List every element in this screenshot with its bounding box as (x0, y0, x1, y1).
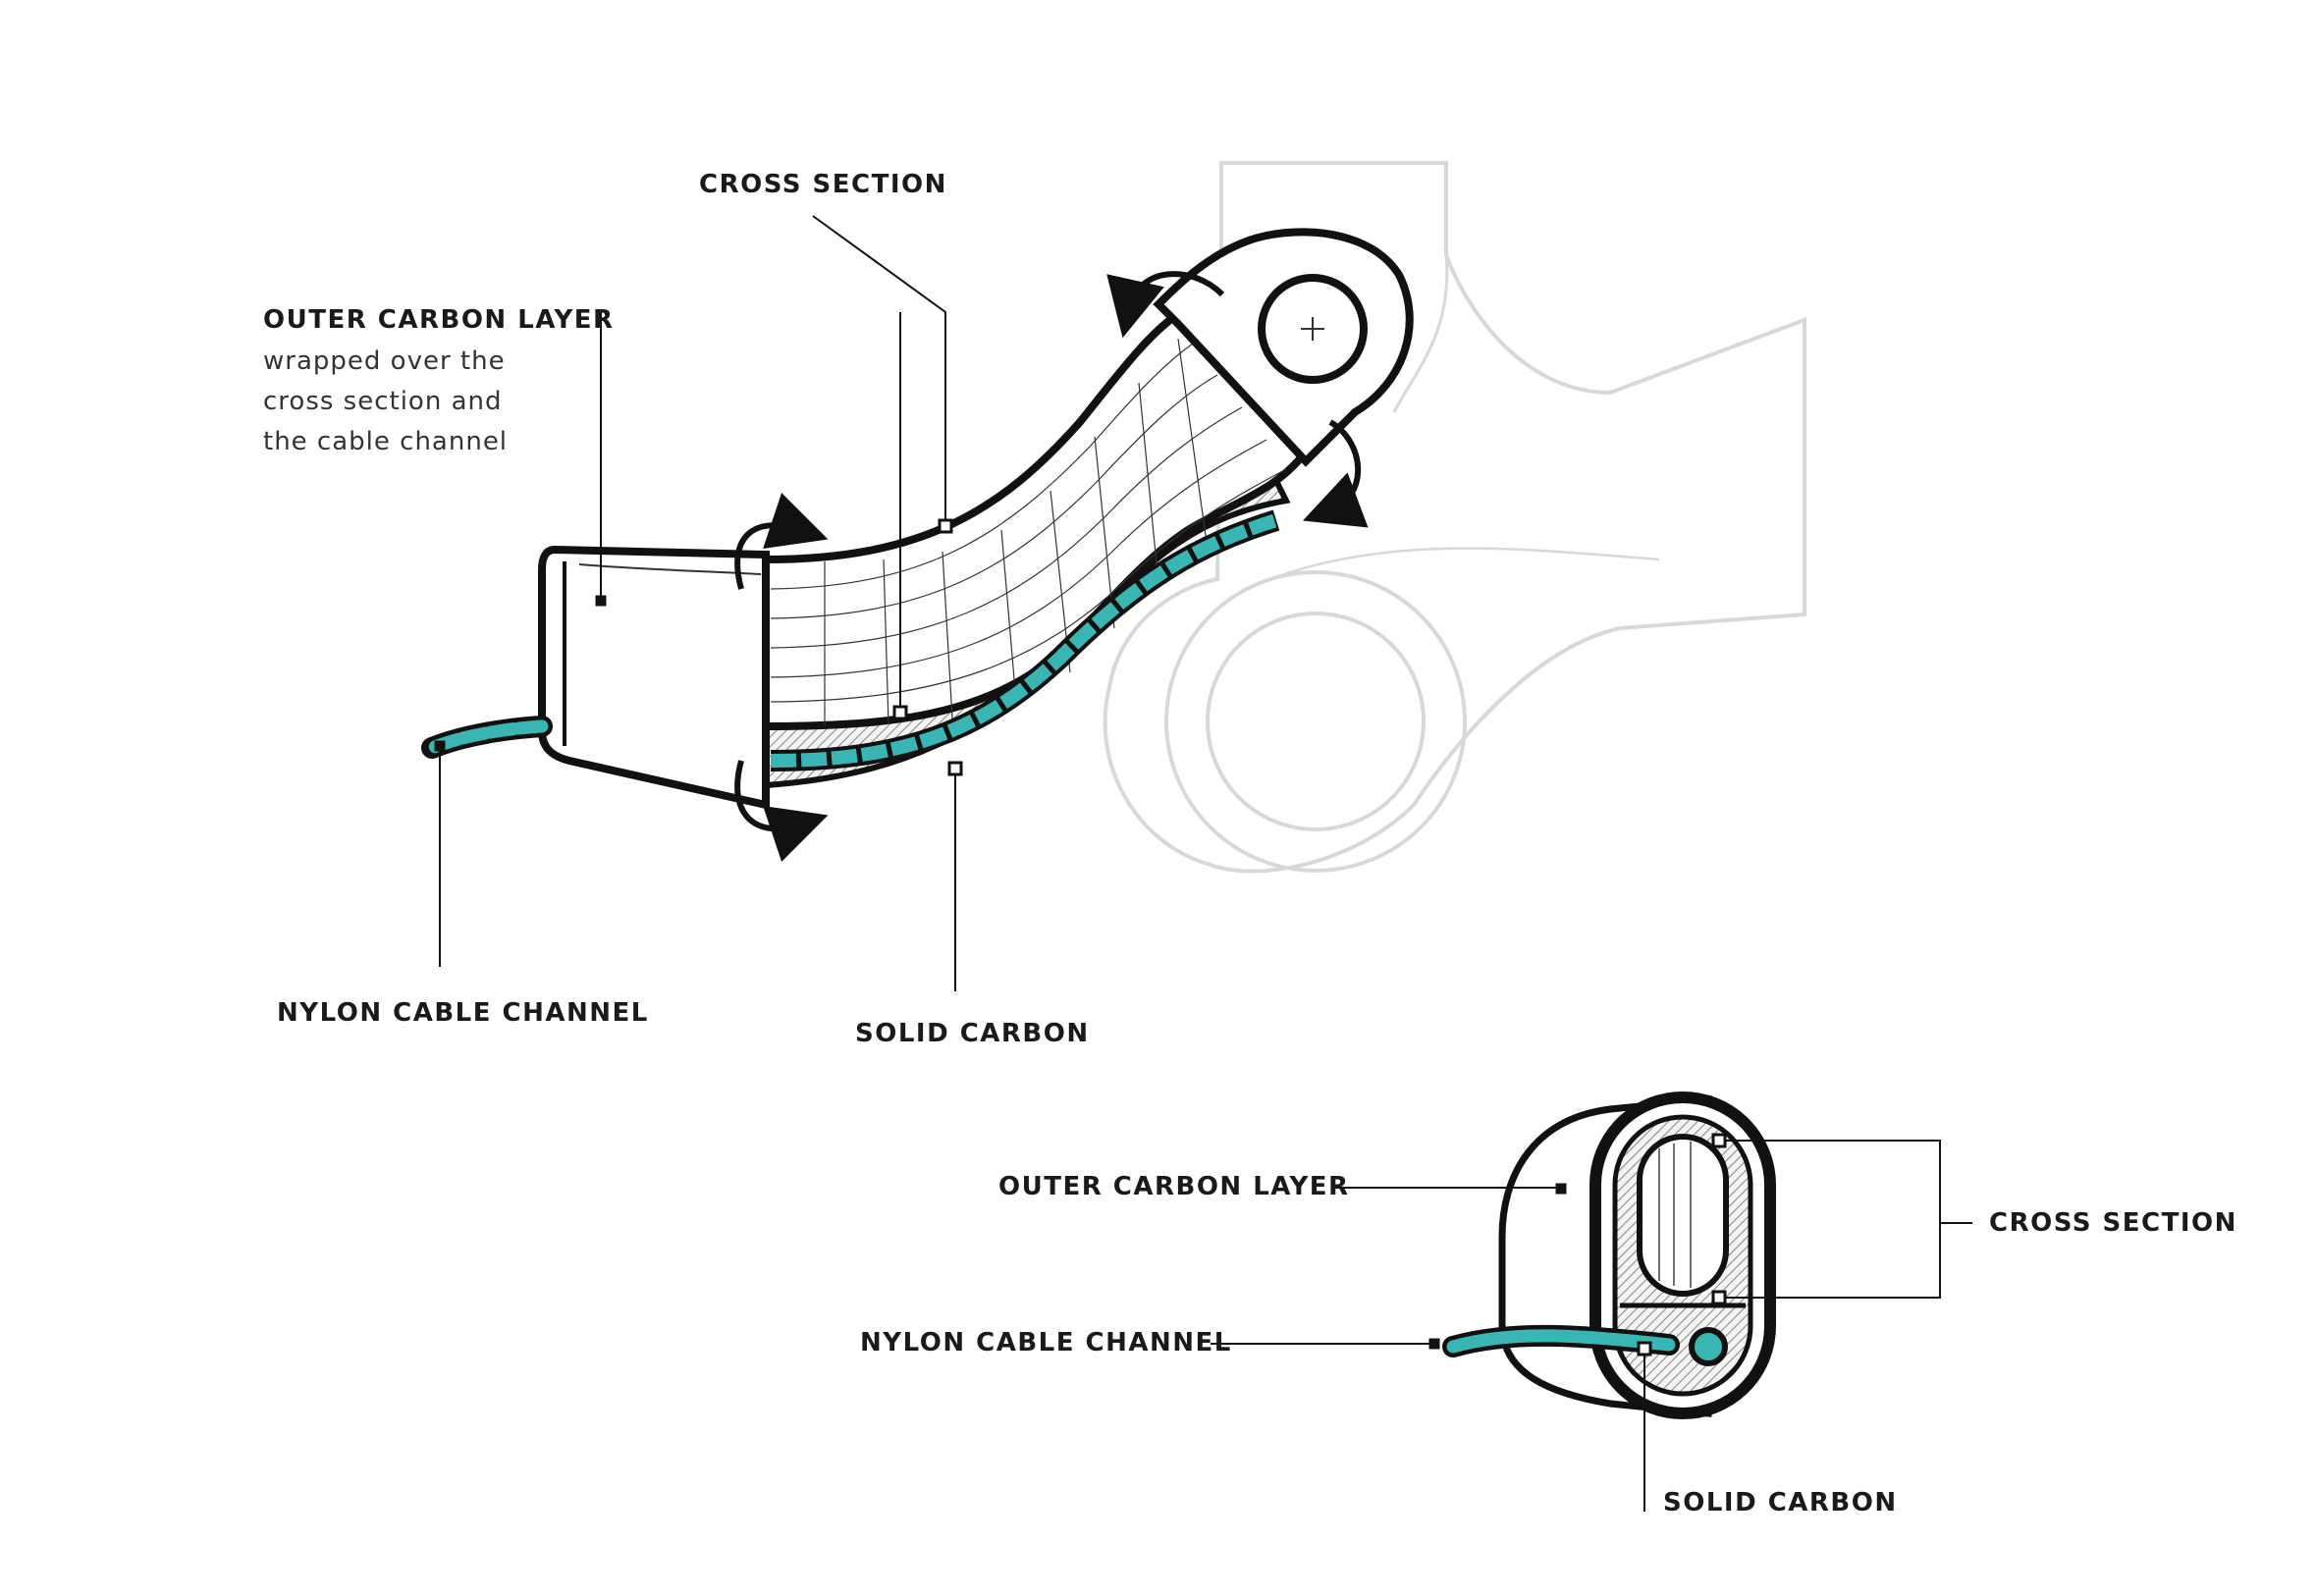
marker-bottom-outer (1555, 1183, 1567, 1195)
left-tube-end (538, 545, 770, 810)
label-top-outer-carbon-layer: OUTER CARBON LAYER (263, 305, 615, 335)
capsule-hollow (1637, 1134, 1729, 1297)
marker-bottom-nylon (1428, 1338, 1440, 1350)
rotation-arrows (734, 271, 1369, 862)
bearing-cross (1301, 317, 1324, 341)
capsule-cable-end (1689, 1327, 1728, 1366)
label-bottom-outer-carbon-layer: OUTER CARBON LAYER (998, 1172, 1350, 1201)
top-leader-markers (434, 518, 963, 776)
bottom-bracket-outer (1164, 570, 1467, 873)
marker-solid-carbon (947, 761, 963, 776)
rotation-arrow-head-right (1302, 419, 1369, 528)
bike-frame-outline (1103, 161, 1806, 874)
desc-line-2: cross section and (263, 387, 503, 416)
rotation-arrow-left-bottom (734, 760, 829, 862)
label-bottom-cross-section: CROSS SECTION (1989, 1208, 2237, 1238)
label-top-solid-carbon: SOLID CARBON (855, 1019, 1090, 1048)
rotation-arrow-head-top (1106, 271, 1225, 339)
frame-shade-curve (1246, 547, 1660, 591)
label-bottom-solid-carbon: SOLID CARBON (1663, 1488, 1898, 1517)
marker-outer-carbon (595, 595, 607, 607)
label-top-cross-section: CROSS SECTION (699, 170, 947, 199)
cross-section-capsule-illustration (1442, 1091, 1776, 1419)
label-top-nylon-cable-channel: NYLON CABLE CHANNEL (277, 998, 649, 1028)
desc-line-1: wrapped over the (263, 346, 506, 376)
top-leader-lines (439, 215, 956, 991)
leader-cross-section (812, 215, 946, 525)
bottom-leader-lines (1211, 1140, 1972, 1512)
bottom-bracket-inner (1206, 612, 1426, 831)
marker-bottom-solid (1637, 1341, 1652, 1357)
arm-grid-lines (770, 338, 1287, 726)
marker-nylon-cable (434, 740, 446, 752)
marker-bottom-cross-a (1711, 1133, 1727, 1148)
leader-bottom-cross-section (1723, 1140, 1941, 1299)
cable-channel-fill (770, 513, 1279, 768)
desc-line-3: the cable channel (263, 427, 509, 456)
frame-outline-path (1103, 161, 1806, 874)
marker-cross-section-b (892, 705, 908, 720)
marker-cross-section-a (938, 518, 953, 534)
capsule-hollow-lines (1658, 1142, 1692, 1288)
label-bottom-nylon-cable-channel: NYLON CABLE CHANNEL (860, 1328, 1232, 1357)
marker-bottom-cross-b (1711, 1290, 1727, 1305)
rotation-arrow-left-top (734, 493, 829, 590)
bottom-leader-markers (1428, 1133, 1727, 1357)
frame-inner-curve (1392, 254, 1449, 413)
label-top-outer-carbon-desc: wrapped over the cross section and the c… (263, 342, 508, 462)
